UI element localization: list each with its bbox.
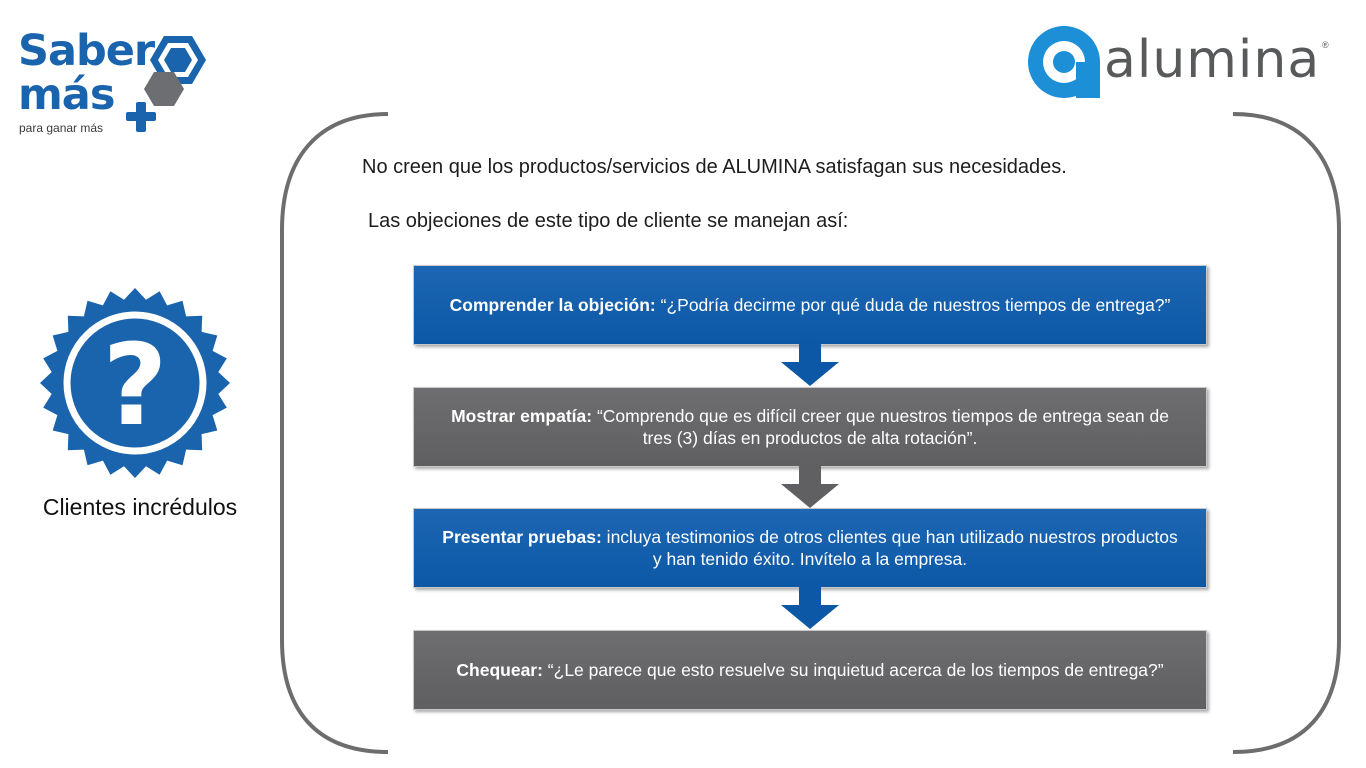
left-caption: Clientes incrédulos <box>42 494 238 520</box>
alumina-a-icon <box>1028 26 1100 98</box>
intro-text: No creen que los productos/servicios de … <box>362 156 1067 178</box>
step-body: “¿Podría decirme por qué duda de nuestro… <box>655 295 1171 315</box>
question-badge-icon: ? <box>38 286 232 480</box>
saber-text: Saber <box>18 26 155 76</box>
down-arrow-icon <box>781 460 839 508</box>
step-pruebas: Presentar pruebas: incluya testimonios d… <box>413 508 1207 588</box>
step-chequear: Chequear: “¿Le parece que esto resuelve … <box>413 630 1207 710</box>
step-body: “¿Le parece que esto resuelve su inquiet… <box>542 660 1164 680</box>
mas-text: más <box>18 70 115 120</box>
step-empatia: Mostrar empatía: “Comprendo que es difíc… <box>413 387 1207 467</box>
step-text: Chequear: “¿Le parece que esto resuelve … <box>456 659 1163 681</box>
step-text: Mostrar empatía: “Comprendo que es difíc… <box>438 405 1182 449</box>
down-arrow-icon <box>781 338 839 386</box>
alumina-wordmark: alumina <box>1104 30 1321 90</box>
registered-mark: ® <box>1322 40 1329 50</box>
alumina-logo: alumina ® <box>1022 22 1342 102</box>
step-key: Comprender la objeción: <box>449 295 656 315</box>
step-key: Presentar pruebas: <box>442 527 602 547</box>
saber-tagline: para ganar más <box>19 121 104 135</box>
step-body: incluya testimonios de otros clientes qu… <box>601 527 1178 569</box>
step-key: Chequear: <box>456 660 543 680</box>
step-body: “Comprendo que es difícil creer que nues… <box>592 406 1169 448</box>
step-comprender: Comprender la objeción: “¿Podría decirme… <box>413 265 1207 345</box>
saber-mas-hexagons-icon <box>126 36 206 132</box>
saber-mas-logo: Saber más para ganar más <box>14 26 214 144</box>
down-arrow-icon <box>781 581 839 629</box>
svg-text:?: ? <box>103 321 168 451</box>
step-text: Comprender la objeción: “¿Podría decirme… <box>450 294 1171 316</box>
sub-intro-text: Las objeciones de este tipo de cliente s… <box>368 210 849 232</box>
step-text: Presentar pruebas: incluya testimonios d… <box>438 526 1182 570</box>
step-key: Mostrar empatía: <box>451 406 593 426</box>
